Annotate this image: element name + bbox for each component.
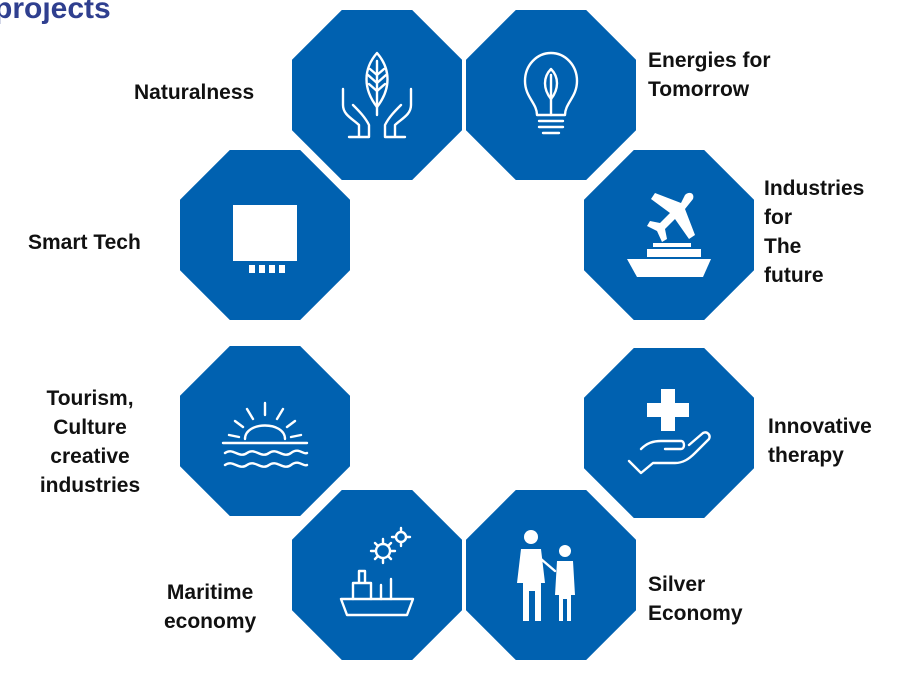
page-title: projects: [0, 0, 111, 25]
plane-ship-icon: [627, 192, 711, 277]
tile-smarttech: [180, 150, 350, 320]
tile-tourism: [180, 346, 350, 516]
label-tourism: Tourism, Culture creative industries: [39, 387, 141, 497]
lightbulb-leaf-icon: [523, 51, 579, 135]
ship-gears-icon: [339, 526, 415, 617]
label-maritime: Maritime economy: [164, 581, 257, 633]
hand-cross-icon: [627, 389, 711, 475]
tile-energies: [466, 10, 636, 180]
tile-maritime: [292, 490, 462, 660]
leaf-hands-icon: [341, 51, 413, 139]
label-naturalness: Naturalness: [134, 81, 255, 104]
label-smarttech: Smart Tech: [28, 231, 141, 254]
elderly-people-icon: [517, 530, 575, 621]
tile-industries: [584, 150, 754, 320]
label-silver: Silver Economy: [648, 573, 743, 625]
sun-waves-icon: [221, 401, 309, 468]
tile-silver: [466, 490, 636, 660]
label-industries: Industries for The future: [764, 177, 865, 287]
tile-therapy: [584, 348, 754, 518]
tile-naturalness: [292, 10, 462, 180]
label-energies: Energies for Tomorrow: [648, 49, 771, 101]
label-therapy: Innovative therapy: [768, 415, 872, 467]
circuit-board-icon: [233, 205, 297, 273]
